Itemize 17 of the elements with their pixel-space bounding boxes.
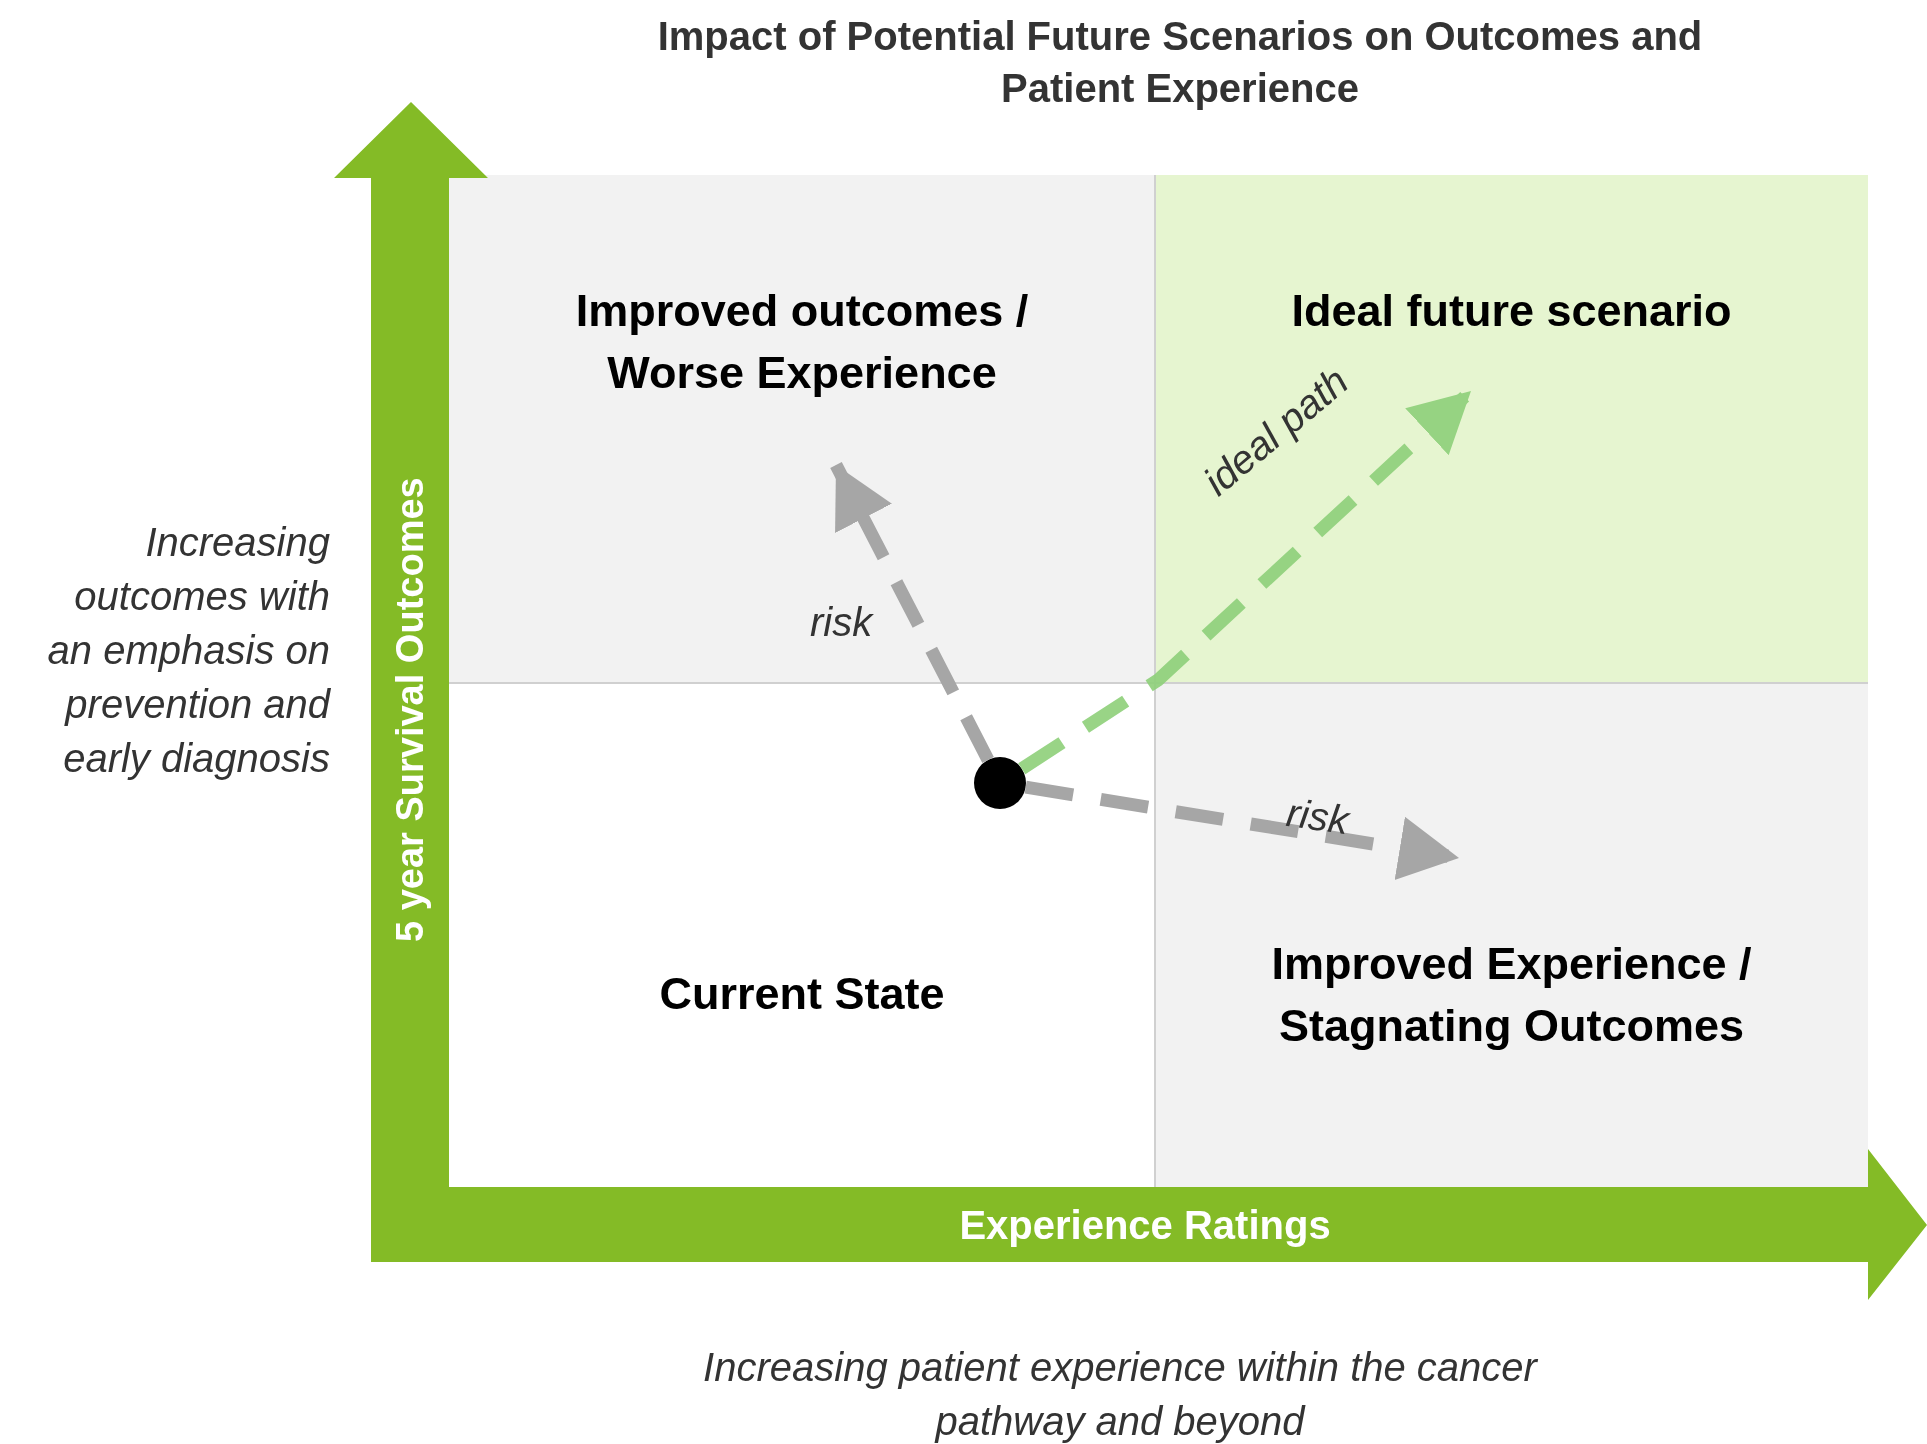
quadrant-title: Current State: [658, 967, 946, 1021]
edge-label: risk: [810, 600, 873, 645]
quadrant-panel: [449, 175, 1155, 683]
quadrant-title: Ideal future scenario: [1290, 284, 1733, 338]
quadrant-panel: [1155, 683, 1868, 1187]
title: Impact of Potential Future Scenarios on Outcomes and Patient Experience: [656, 13, 1704, 112]
position-dot: [974, 757, 1026, 809]
axis-note: Increasing patient experience within the cancer pathway and beyond: [702, 1344, 1539, 1444]
axis-label: Experience Ratings: [958, 1202, 1332, 1249]
quadrant-title: Improved outcomes / Worse Experience: [574, 284, 1030, 400]
edge-label: risk: [1283, 790, 1352, 844]
axis-note: Increasing outcomes with an emphasis on prevention and early diagnosis: [46, 519, 330, 782]
arrow: [1024, 780, 1461, 880]
arrow: [830, 462, 994, 763]
quadrant-panel: [1155, 175, 1868, 683]
axis-label: 5 year Survival Outcomes: [388, 476, 432, 945]
quadrant-title: Improved Experience / Stagnating Outcomes: [1270, 937, 1753, 1053]
